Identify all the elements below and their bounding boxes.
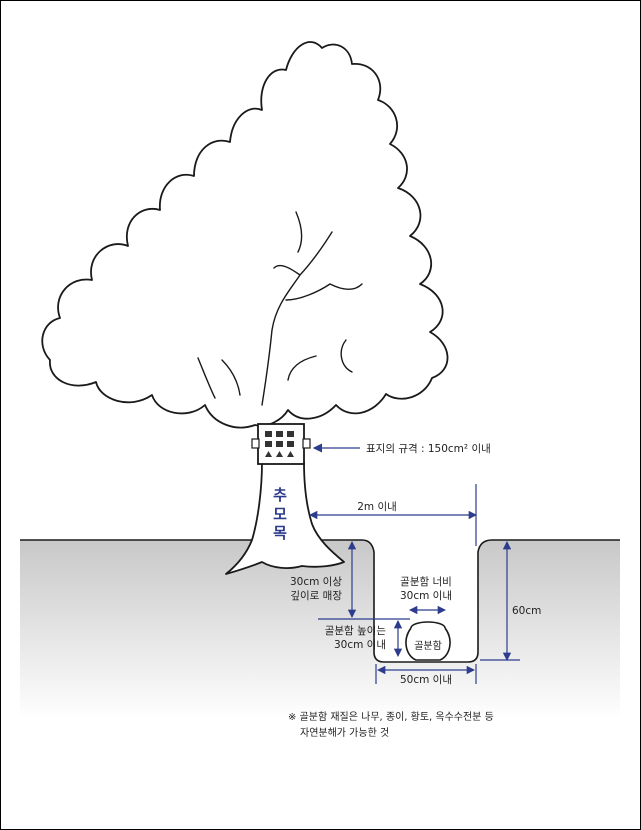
urn-width-label-1: 골분함 너비	[400, 576, 452, 588]
material-note-line-2: 자연분해가 가능한 것	[300, 726, 389, 739]
tree-trunk	[225, 461, 345, 575]
trunk-label-2: 모	[273, 505, 287, 523]
urn-label: 골분함	[414, 640, 442, 652]
urn-icon	[405, 621, 451, 661]
pit-depth-label: 60cm	[512, 605, 541, 617]
ground-outline	[20, 539, 620, 663]
trunk-label-1: 추	[273, 486, 287, 504]
urn-height-label-2: 30cm 이내	[334, 639, 386, 651]
burial-depth-label-1: 30cm 이상	[290, 576, 342, 588]
memorial-plaque-icon	[251, 423, 311, 465]
ground	[20, 540, 620, 720]
tree-branches	[197, 211, 363, 406]
distance-label: 2m 이내	[357, 501, 397, 513]
urn-width-label-2: 30cm 이내	[400, 590, 452, 602]
marker-spec-label: 표지의 규격 : 150cm² 이내	[366, 442, 491, 455]
tree-crown	[41, 41, 449, 429]
burial-depth-label-2: 깊이로 매장	[290, 590, 342, 602]
pit-width-label: 50cm 이내	[400, 674, 452, 686]
urn-height-label-1: 골분함 높이는	[325, 625, 387, 637]
material-note-line-1: ※ 골분함 재질은 나무, 종이, 황토, 옥수수전분 등	[288, 711, 494, 723]
trunk-label-3: 목	[273, 524, 287, 542]
